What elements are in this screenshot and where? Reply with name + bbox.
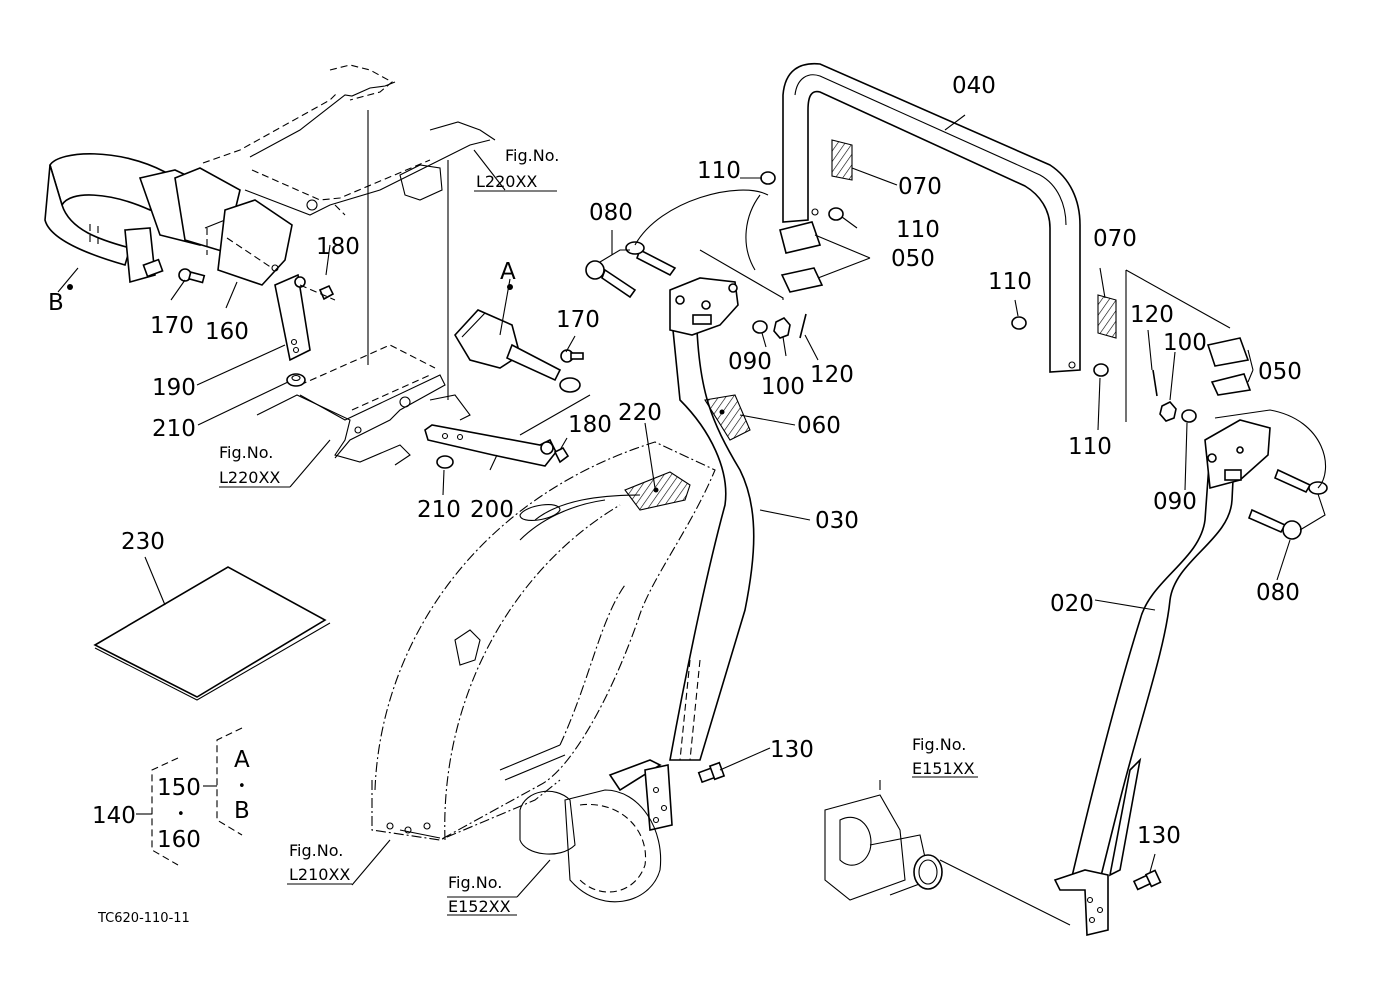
label-080: 080 <box>1256 580 1300 606</box>
label-150: 150 <box>157 775 201 801</box>
label-110: 110 <box>1068 434 1112 460</box>
drawing-code: TC620-110-11 <box>97 911 190 926</box>
label-170: 170 <box>556 307 600 333</box>
label-050: 050 <box>891 246 935 272</box>
group-bracket <box>136 727 243 866</box>
figure-references: Fig.No. L220XX Fig.No. L220XX Fig.No. L2… <box>219 146 975 916</box>
letter-a: A <box>234 747 250 773</box>
label-180: 180 <box>568 412 612 438</box>
seat-belt-buckle <box>454 309 581 393</box>
leader-lines <box>57 114 1291 898</box>
label-220: 220 <box>618 400 662 426</box>
lock-pin-080-left <box>585 189 769 299</box>
operator-manual-sheet <box>93 566 331 701</box>
label-110: 110 <box>988 269 1032 295</box>
rops-top-frame-040 <box>782 62 1117 373</box>
fig-ref-code: L220XX <box>219 468 280 487</box>
fig-ref-caption: Fig.No. <box>448 873 502 892</box>
fig-ref-caption: Fig.No. <box>505 146 559 165</box>
label-040: 040 <box>952 73 996 99</box>
rops-left-post-030 <box>608 329 755 831</box>
lock-pin-080-right <box>1214 409 1328 540</box>
seat-frame-lower <box>256 344 471 466</box>
bolt-170-right <box>560 349 584 363</box>
washers-nuts <box>752 171 1197 423</box>
label-110: 110 <box>896 217 940 243</box>
rops-left-hinge <box>669 277 739 336</box>
plug-caps-050 <box>699 221 1252 422</box>
buckle-bracket-200 <box>424 394 591 467</box>
label-050: 050 <box>1258 359 1302 385</box>
label-100: 100 <box>761 374 805 400</box>
fig-ref-code: L220XX <box>476 172 537 191</box>
group-dot: • <box>238 779 246 794</box>
seat-rail-upper <box>202 64 496 400</box>
fig-ref-code: E152XX <box>448 897 511 916</box>
label-080: 080 <box>589 200 633 226</box>
label-130: 130 <box>770 737 814 763</box>
label-170: 170 <box>150 313 194 339</box>
fig-ref-caption: Fig.No. <box>219 443 273 462</box>
label-020: 020 <box>1050 591 1094 617</box>
transmission-housing-e151 <box>824 794 1071 926</box>
fig-ref-code: L210XX <box>289 865 350 884</box>
letter-b: B <box>234 798 250 824</box>
label-190: 190 <box>152 375 196 401</box>
label-180: 180 <box>316 234 360 260</box>
label-070: 070 <box>898 174 942 200</box>
label-210: 210 <box>417 497 461 523</box>
rubber-bushing-210-left <box>286 373 306 387</box>
bolt-170-left <box>178 268 206 284</box>
label-070: 070 <box>1093 226 1137 252</box>
fig-ref-caption: Fig.No. <box>912 735 966 754</box>
label-140: 140 <box>92 803 136 829</box>
label-210: 210 <box>152 416 196 442</box>
label-060: 060 <box>797 413 841 439</box>
label-110: 110 <box>697 158 741 184</box>
seat-belt-strap <box>44 153 293 286</box>
fig-ref-code: E151XX <box>912 759 975 778</box>
group-dot: • <box>177 807 185 822</box>
part-number-labels: 040 110 070 080 110 070 050 110 120 100 … <box>48 73 1302 853</box>
bolts-130 <box>697 761 1162 891</box>
reference-letter-b: B <box>48 290 64 316</box>
rubber-bushing-210-right <box>436 455 454 469</box>
label-030: 030 <box>815 508 859 534</box>
reference-letter-a: A <box>500 259 516 285</box>
label-160: 160 <box>157 827 201 853</box>
seat-belt-anchor-bracket <box>274 273 336 362</box>
label-090: 090 <box>1153 489 1197 515</box>
label-230: 230 <box>121 529 165 555</box>
transmission-housing-e152 <box>519 789 662 903</box>
label-100: 100 <box>1163 330 1207 356</box>
rops-right-hinge <box>1204 419 1271 490</box>
label-090: 090 <box>728 349 772 375</box>
fender <box>371 441 716 841</box>
label-200: 200 <box>470 497 514 523</box>
label-120: 120 <box>1130 302 1174 328</box>
label-160: 160 <box>205 319 249 345</box>
label-130: 130 <box>1137 823 1181 849</box>
rops-right-post-020 <box>1053 438 1236 937</box>
fig-ref-caption: Fig.No. <box>289 841 343 860</box>
label-120: 120 <box>810 362 854 388</box>
